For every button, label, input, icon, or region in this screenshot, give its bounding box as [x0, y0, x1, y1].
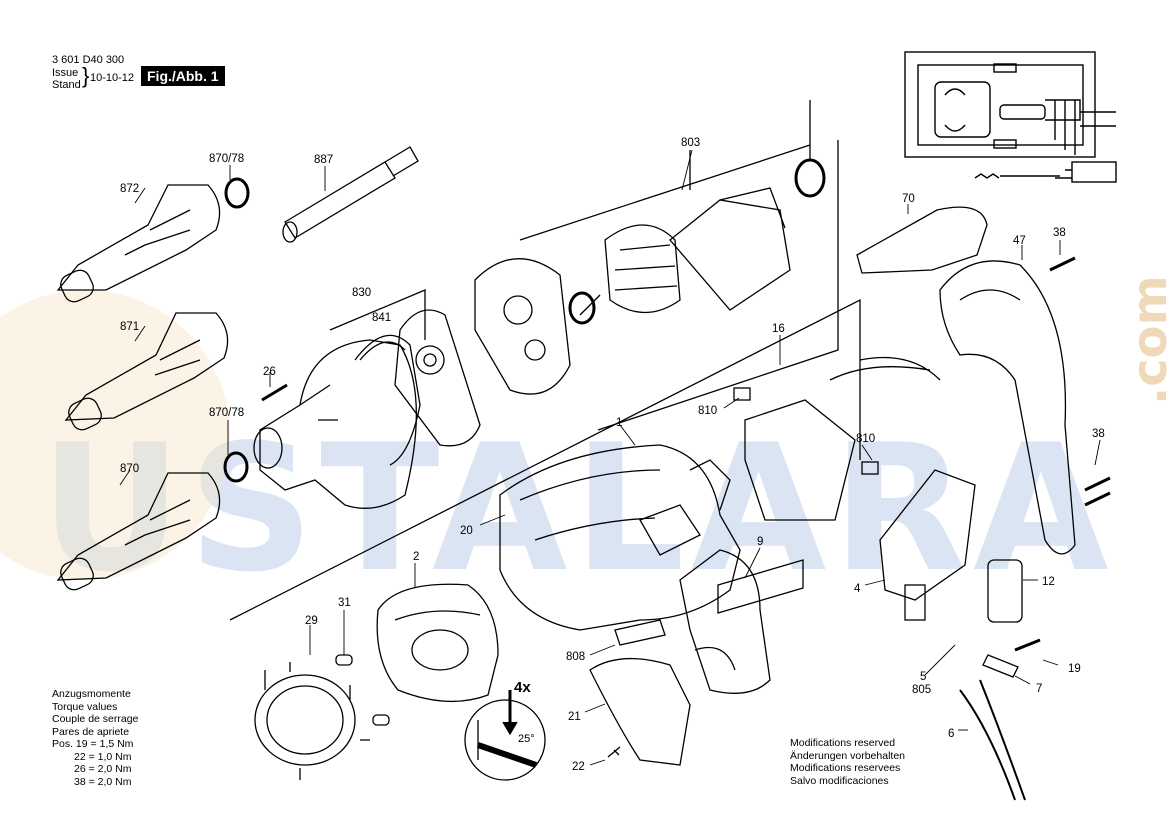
torque-title-es: Pares de apriete	[52, 725, 130, 738]
figure-label: Fig./Abb. 1	[141, 66, 225, 86]
label-16: 16	[772, 323, 785, 335]
label-805: 805	[912, 684, 931, 696]
label-12: 12	[1042, 576, 1055, 588]
carbon-brush-810-right	[861, 461, 879, 475]
assembly-line	[229, 298, 861, 621]
gasket-841	[354, 334, 421, 466]
torque-title-en: Torque values	[52, 700, 118, 713]
label-20: 20	[460, 525, 473, 537]
brush-holder-29	[254, 662, 370, 780]
handle-shell-47	[939, 260, 1076, 555]
label-841: 841	[372, 312, 391, 324]
bearing-plate	[394, 309, 481, 447]
nose-piece-872	[56, 184, 221, 303]
label-887: 887	[314, 154, 333, 166]
cover-21	[589, 657, 691, 766]
bit-holder-887	[282, 146, 419, 243]
cover-70	[856, 206, 988, 274]
issue-brace: }	[82, 63, 90, 88]
label-19: 19	[1068, 663, 1081, 675]
label-21: 21	[568, 711, 581, 723]
label-810-right: 810	[856, 433, 875, 445]
label-38-top: 38	[1053, 227, 1066, 239]
switch-4	[879, 469, 976, 621]
issue-date: 10-10-12	[90, 72, 135, 84]
brush-assembly-16	[744, 356, 941, 521]
cable-grip-7	[982, 654, 1019, 678]
label-871: 871	[120, 321, 139, 333]
doc-number: 3 601 D40 300	[52, 54, 125, 66]
screw-19	[1014, 638, 1041, 652]
wiring-diagram	[904, 51, 1117, 183]
label-47: 47	[1013, 235, 1026, 247]
detail-callout	[464, 690, 546, 781]
pin-31-a	[335, 654, 353, 666]
stator-2	[376, 583, 499, 703]
modifications-note: Modifications reserved Änderungen vorbeh…	[790, 737, 905, 787]
label-7: 7	[1036, 683, 1042, 695]
motor-flange	[474, 258, 571, 395]
motor-housing-1	[499, 444, 741, 631]
label-9: 9	[757, 536, 763, 548]
power-cord-6	[959, 679, 1026, 801]
capacitor-12	[987, 559, 1023, 623]
screw-38-top	[1049, 256, 1076, 272]
pin-31-b	[372, 714, 390, 726]
label-26: 26	[263, 366, 276, 378]
bearing-small	[568, 291, 596, 325]
torque-row: 22 = 1,0 Nm	[74, 750, 132, 763]
armature-803	[579, 187, 791, 316]
assembly-line	[329, 289, 426, 340]
torque-row: 38 = 2,0 Nm	[74, 775, 132, 788]
bearing-armature	[794, 158, 826, 198]
callout-multiplier: 4x	[514, 679, 531, 696]
watermark-circle	[0, 290, 230, 580]
gear-housing-830	[253, 339, 418, 509]
label-872: 872	[120, 183, 139, 195]
label-870-78-top: 870/78	[209, 153, 244, 165]
label-870-78-bottom: 870/78	[209, 407, 244, 419]
nose-piece-871	[64, 312, 229, 431]
torque-row: Pos. 19 = 1,5 Nm	[52, 738, 134, 750]
label-29: 29	[305, 615, 318, 627]
label-830: 830	[352, 287, 371, 299]
nose-piece-870	[56, 472, 221, 591]
label-38-bottom: 38	[1092, 428, 1105, 440]
issue-label: Issue	[52, 67, 79, 79]
label-803: 803	[681, 137, 700, 149]
mods-es: Salvo modificaciones	[790, 774, 889, 787]
label-810-left: 810	[698, 405, 717, 417]
torque-table: Anzugsmomente Torque values Couple de se…	[52, 688, 138, 788]
ring-870-78-bottom	[223, 451, 249, 483]
leader-803	[519, 100, 839, 431]
label-808: 808	[566, 651, 585, 663]
plate-808	[614, 619, 666, 646]
ring-870-78-top	[224, 177, 250, 209]
label-22: 22	[572, 761, 585, 773]
label-70: 70	[902, 193, 915, 205]
leader-lines	[119, 149, 1101, 766]
label-5: 5	[920, 671, 926, 683]
torque-title-de: Anzugsmomente	[52, 688, 131, 700]
torque-title-fr: Couple de serrage	[52, 713, 139, 725]
mods-de: Änderungen vorbehalten	[790, 749, 906, 762]
screw-26	[261, 383, 288, 402]
stand-label: Stand	[52, 79, 81, 91]
label-870: 870	[120, 463, 139, 475]
label-9	[717, 559, 804, 614]
mods-en: Modifications reserved	[790, 737, 896, 749]
callout-angle: 25°	[518, 733, 535, 745]
label-6: 6	[948, 728, 954, 740]
label-1: 1	[616, 417, 622, 429]
label-4: 4	[854, 583, 861, 595]
label-2: 2	[413, 551, 419, 563]
handle-body	[679, 549, 771, 694]
carbon-brush-810-left	[733, 387, 751, 401]
torque-row: 26 = 2,0 Nm	[74, 763, 132, 775]
mods-fr: Modifications reservees	[790, 762, 901, 774]
screw-22	[607, 746, 621, 758]
screw-38-bot	[1084, 476, 1111, 507]
label-31: 31	[338, 597, 351, 609]
